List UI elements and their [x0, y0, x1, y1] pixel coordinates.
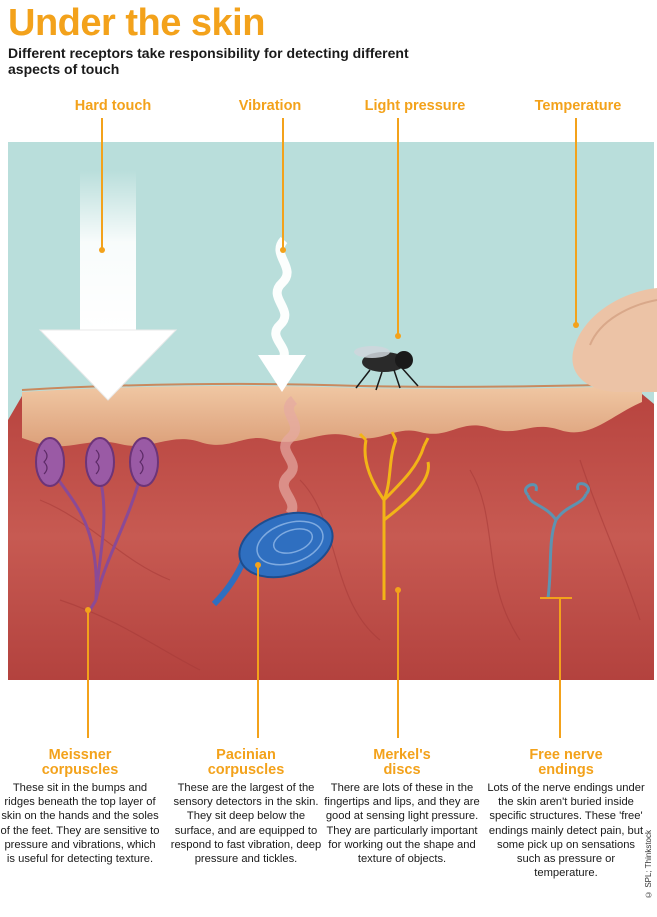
- pacinian-title: Pacinian corpuscles: [207, 747, 285, 778]
- merkel-title: Merkel's discs: [373, 747, 431, 778]
- wavy-arrow-icon: [258, 236, 306, 517]
- meissner-caption: Meissner corpuscles These sit in the bum…: [0, 748, 160, 866]
- free-nerve-endings-illustration: [523, 482, 591, 599]
- page-subtitle: Different receptors take responsibility …: [8, 45, 409, 77]
- down-arrow-icon: [38, 170, 178, 401]
- free-nerve-description: Lots of the nerve endings under the skin…: [487, 782, 645, 880]
- label-light-pressure: Light pressure: [364, 98, 466, 114]
- pacinian-description: These are the largest of the sensory det…: [170, 782, 322, 866]
- fly-icon: [354, 346, 419, 391]
- meissner-corpuscles-illustration: [35, 437, 159, 611]
- merkel-caption: Merkel's discs There are lots of these i…: [322, 748, 482, 866]
- label-temperature: Temperature: [534, 98, 622, 114]
- epidermis-layer: [22, 385, 642, 447]
- image-credit: © SPL; Thinkstock: [644, 830, 653, 899]
- meissner-title: Meissner corpuscles: [41, 747, 119, 778]
- pacinian-corpuscle-illustration: [211, 511, 334, 607]
- fingertip-icon: [572, 288, 657, 392]
- pacinian-caption: Pacinian corpuscles These are the larges…: [166, 748, 326, 866]
- label-hard-touch: Hard touch: [74, 98, 152, 114]
- merkel-description: There are lots of these in the fingertip…: [324, 782, 480, 866]
- page-title: Under the skin: [8, 2, 265, 44]
- meissner-description: These sit in the bumps and ridges beneat…: [0, 782, 160, 866]
- free-nerve-caption: Free nerve endings Lots of the nerve end…: [486, 748, 646, 880]
- merkel-discs-illustration: [358, 431, 430, 600]
- free-nerve-title: Free nerve endings: [529, 747, 603, 778]
- label-vibration: Vibration: [238, 98, 302, 114]
- vein-texture: [39, 459, 641, 671]
